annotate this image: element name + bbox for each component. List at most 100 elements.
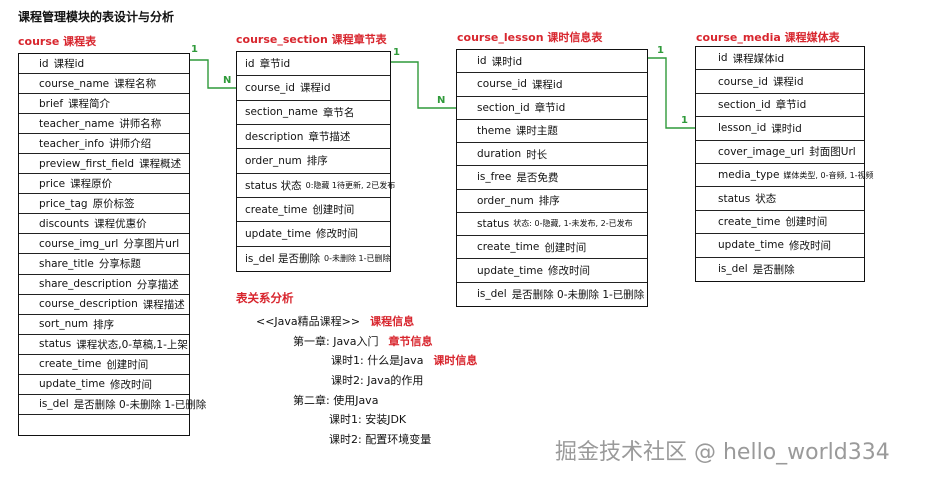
field-description: 课时id [771, 122, 802, 135]
field-description: 章节名 [322, 106, 355, 119]
field-description: 课程描述 [142, 298, 185, 311]
table-row: update_time 修改时间 [237, 222, 390, 247]
field-name: update_time [718, 239, 784, 252]
field-description: 修改时间 [315, 228, 358, 241]
field-description: 课程id [531, 78, 563, 91]
field-description: 课程优惠价 [94, 218, 147, 231]
table-row: section_id 章节id [457, 97, 647, 120]
field-description: 是否删除 0-未删除 1-已删除 [73, 398, 207, 411]
analysis-line-text: 课时2: 配置环境变量 [329, 433, 432, 446]
field-name: status [718, 192, 751, 205]
table-row: teacher_name 讲师名称 [19, 114, 189, 135]
field-name: update_time [477, 264, 543, 277]
field-name: id [477, 55, 487, 68]
field-name: teacher_name [39, 117, 115, 130]
field-name: section_id [718, 98, 771, 111]
analysis-line-text: 第一章: Java入门 [293, 335, 379, 348]
section-to-lesson-line [391, 61, 456, 109]
field-description: 章节id [534, 102, 566, 115]
field-description: 是否删除 [752, 263, 795, 276]
field-name: order_num [245, 154, 302, 167]
analysis-line-text: 第二章: 使用Java [293, 394, 379, 407]
analysis-line: 第一章: Java入门章节信息 [293, 333, 432, 349]
field-name: status [477, 217, 510, 230]
field-description: 课程简介 [68, 98, 111, 111]
course-lesson-table-name: course_lesson 课时信息表 [457, 31, 603, 44]
field-name: is_del [718, 263, 748, 276]
table-row: update_time 修改时间 [696, 234, 864, 258]
analysis-line: 课时1: 安装JDK [329, 411, 406, 427]
field-name: section_id [477, 101, 530, 114]
field-description: 课程id [53, 58, 85, 71]
field-description: 课时主题 [515, 125, 558, 138]
field-name: id [39, 57, 49, 70]
field-description: 修改时间 [788, 239, 831, 252]
field-name: teacher_info [39, 137, 105, 150]
analysis-line-tag: 章节信息 [388, 335, 433, 348]
field-description: 分享图片url [123, 238, 180, 251]
field-description: 章节描述 [308, 131, 351, 144]
field-name: id [245, 57, 255, 70]
table-row: teacher_info 讲师介绍 [19, 134, 189, 155]
field-description: 课程概述 [139, 158, 182, 171]
field-description: 0:隐藏 1待更新, 2已发布 [305, 180, 396, 190]
table-row: id 课程id [19, 54, 189, 75]
field-name: sort_num [39, 318, 89, 331]
field-description: 分享标题 [98, 258, 141, 271]
field-name: cover_image_url [718, 145, 805, 158]
field-description: 讲师介绍 [109, 138, 152, 151]
field-description: 课程id [299, 82, 331, 95]
analysis-line-tag: 课程信息 [370, 315, 415, 328]
field-description: 排序 [306, 155, 328, 168]
field-name: is_del [39, 398, 69, 411]
analysis-line-tag: 课时信息 [433, 354, 478, 367]
field-name: is_del 是否删除 [245, 253, 321, 266]
field-name: update_time [245, 227, 311, 240]
field-description: 修改时间 [547, 265, 590, 278]
field-name: media_type [718, 169, 780, 182]
course-to-section-line [190, 59, 236, 89]
cardinality-one-label: 1 [657, 45, 664, 56]
cardinality-one-label: 1 [393, 47, 400, 58]
field-description: 状态: 0-隐藏, 1-未发布, 2-已发布 [513, 219, 633, 229]
analysis-line: 课时2: 配置环境变量 [329, 431, 431, 447]
field-description: 原价标签 [92, 198, 135, 211]
analysis-line-text: 课时2: Java的作用 [331, 374, 424, 387]
field-name: is_free [477, 171, 512, 184]
course-table-name: course 课程表 [18, 35, 97, 48]
cardinality-many-label: N [437, 95, 446, 106]
field-name: duration [477, 148, 522, 161]
field-name: create_time [39, 358, 102, 371]
field-description: 讲师名称 [119, 118, 162, 131]
analysis-line-text: 课时1: 安装JDK [329, 413, 407, 426]
table-row: is_del 是否删除 [696, 258, 864, 281]
field-description: 课程名称 [114, 78, 157, 91]
field-name: update_time [39, 378, 105, 391]
lesson-to-media-line [648, 57, 695, 129]
watermark: 掘金技术社区 @ hello_world334 [555, 440, 890, 465]
